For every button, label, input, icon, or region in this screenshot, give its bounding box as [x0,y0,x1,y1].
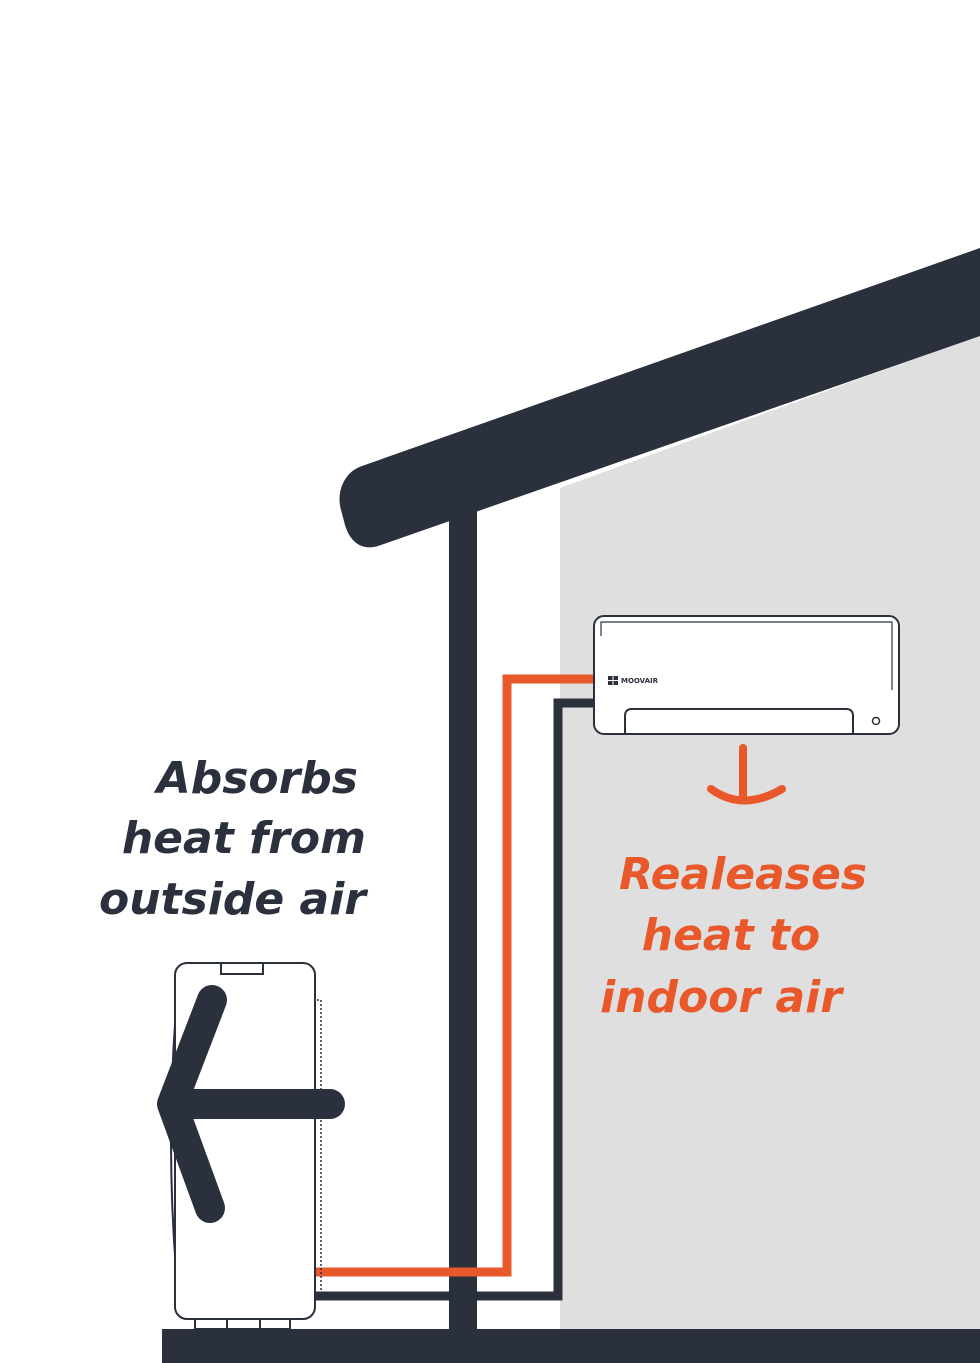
indoor-unit: MOOVAIR [593,615,900,735]
inside-label-line-1: Realeases [619,849,867,900]
outside-label-line-1: Absorbs [154,753,358,804]
interior-wall [560,335,980,1336]
grid-logo-icon [608,676,618,685]
cold-pipe [299,698,596,1301]
inside-label-line-2: heat to [642,910,820,961]
outside-label-line-3: outside air [99,874,368,925]
ground-line [162,1329,980,1363]
arrow-left-icon [157,985,345,1223]
outdoor-unit [170,962,322,1330]
inside-label-line-3: indoor air [600,972,844,1023]
hot-pipe [296,674,596,1277]
outside-label-line-2: heat from [122,813,366,864]
arrow-down-icon [707,744,786,805]
inside-label: Realeases heat to indoor air [600,849,867,1023]
wall-post [449,500,477,1335]
indoor-unit-brand: MOOVAIR [621,677,659,685]
outside-label: Absorbs heat from outside air [99,753,368,925]
roof [339,248,980,548]
